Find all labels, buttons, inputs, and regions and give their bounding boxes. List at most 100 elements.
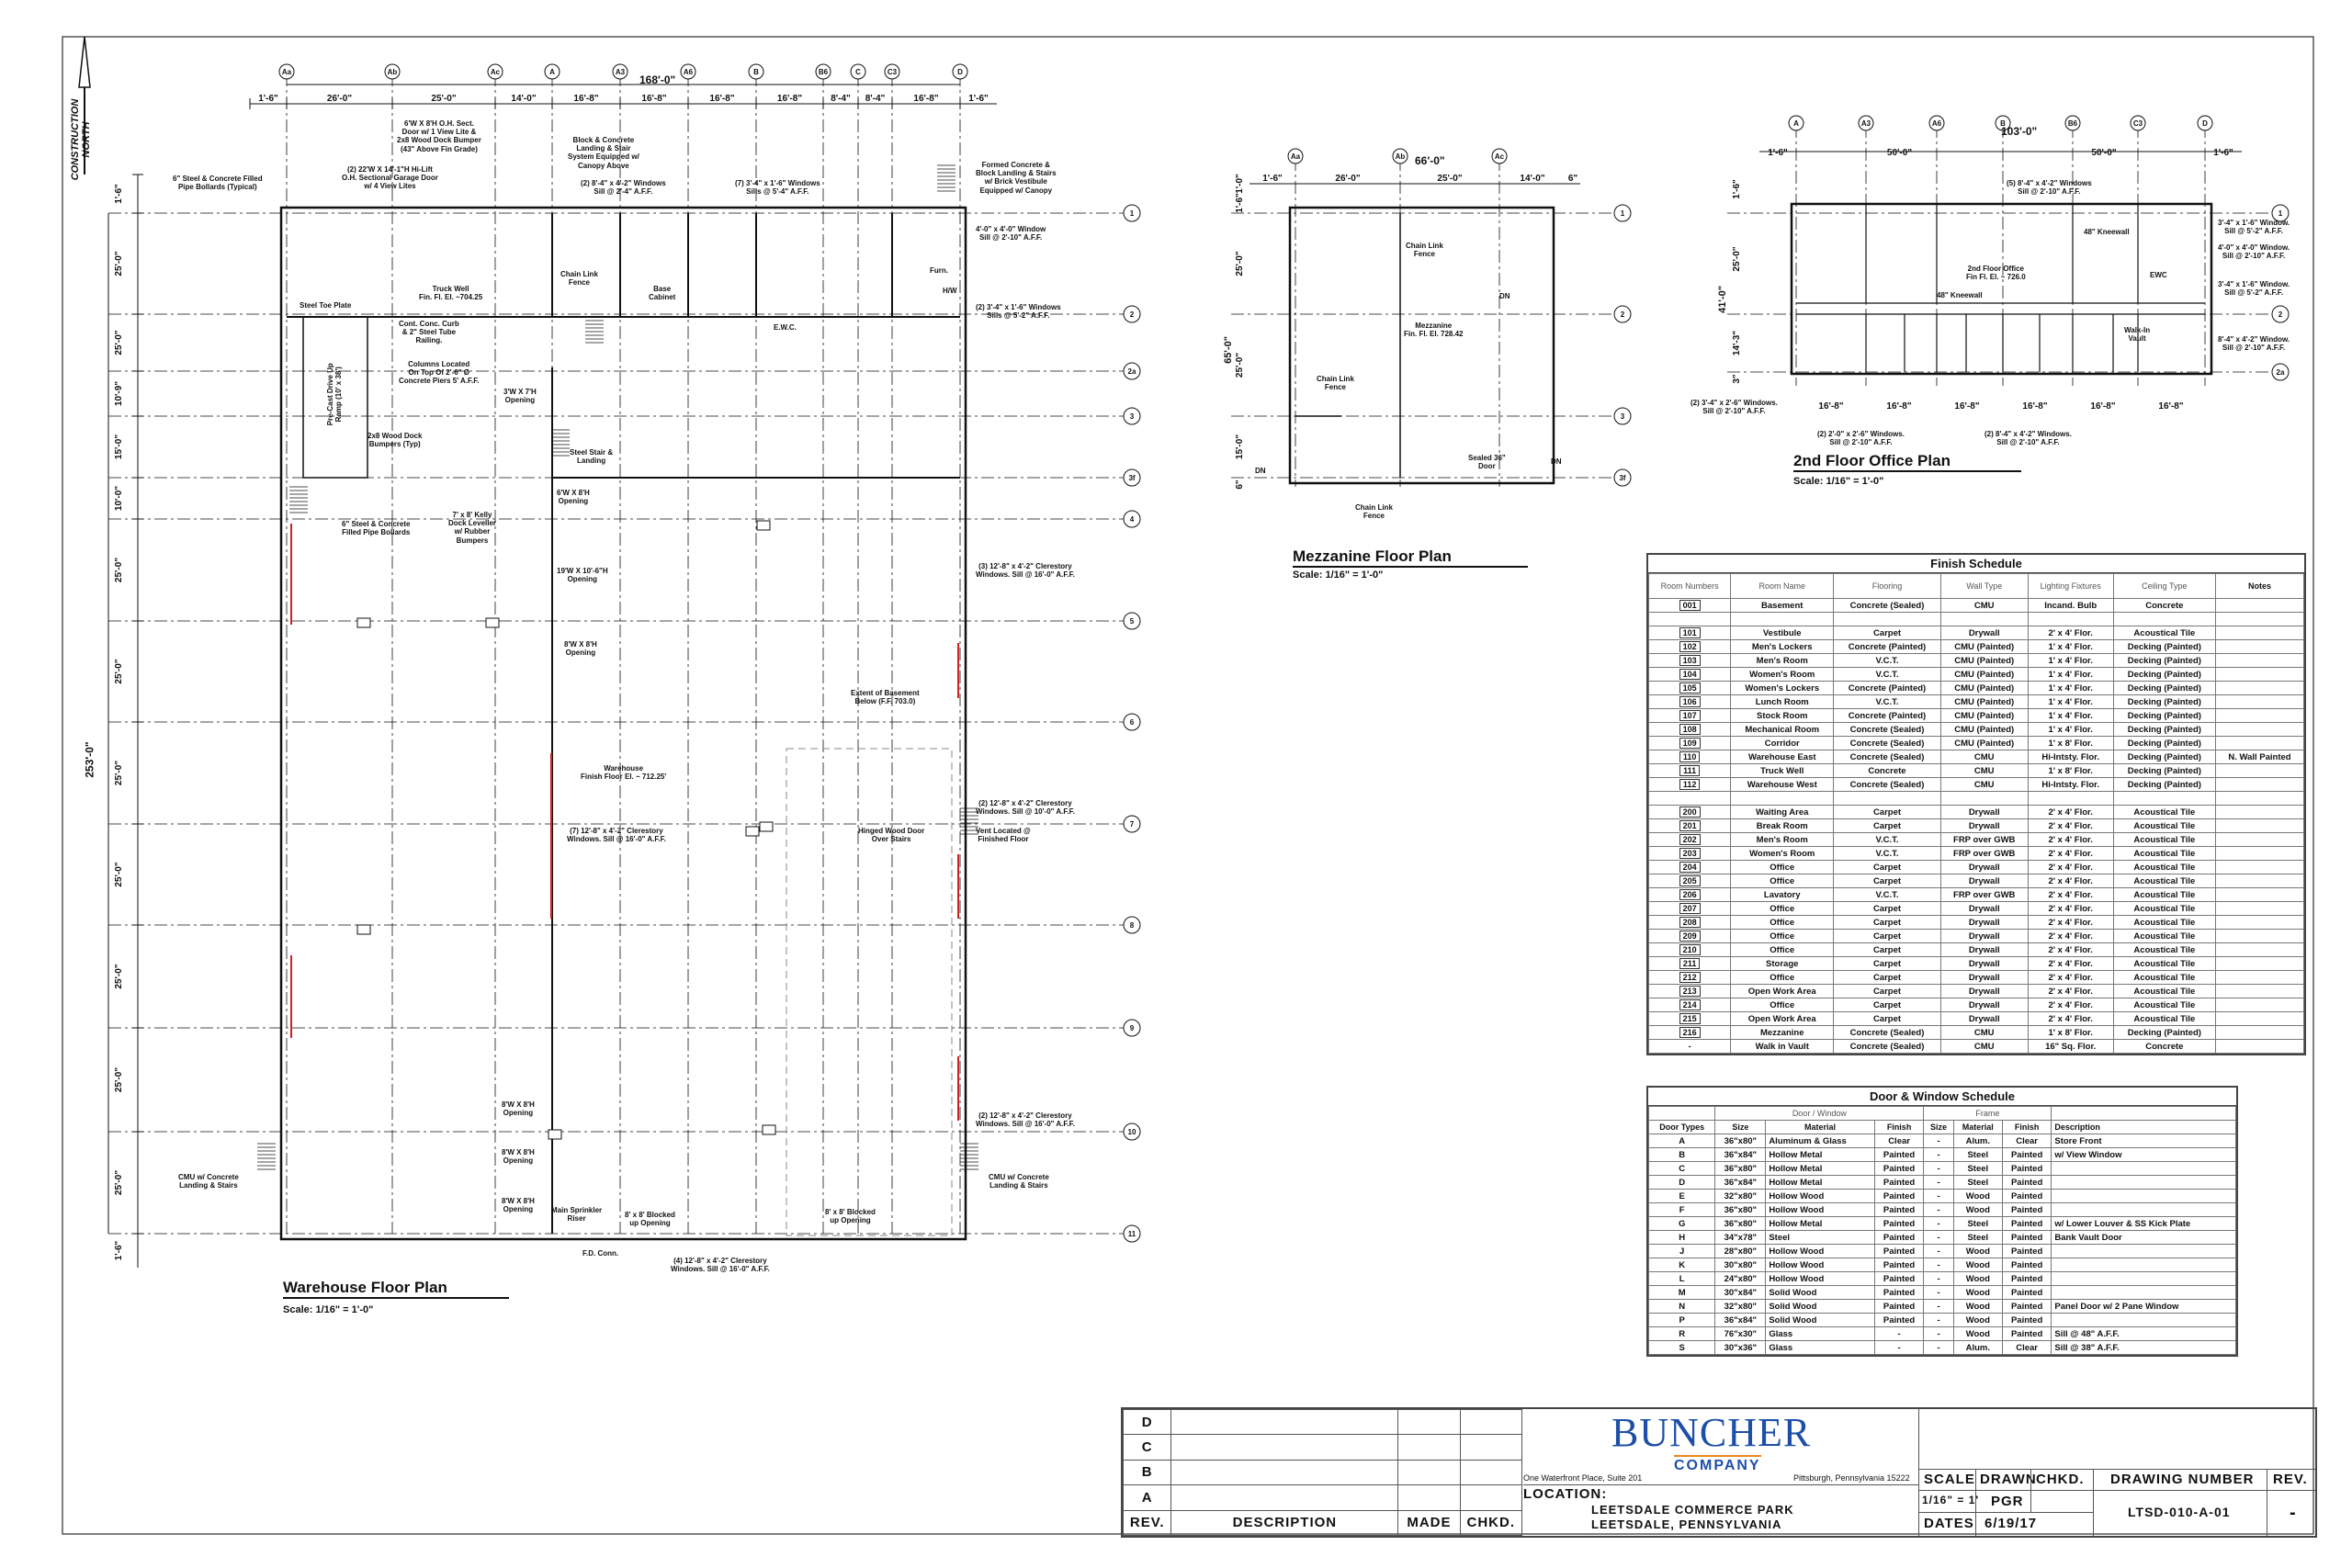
column-bubble bbox=[1392, 148, 1408, 164]
table-cell: - bbox=[1923, 1313, 1954, 1327]
table-cell bbox=[2214, 777, 2305, 792]
drive-up-ramp bbox=[302, 316, 368, 479]
row-bubble bbox=[1613, 407, 1632, 425]
warehouse-note: Vent Located @ Finished Floor bbox=[976, 827, 1031, 844]
table-cell: - bbox=[1923, 1189, 1954, 1203]
warehouse-note: E.W.C. bbox=[774, 323, 797, 332]
table-row bbox=[1647, 612, 2305, 626]
room-number: 205 bbox=[1679, 874, 1701, 886]
table-cell: 32"x80" bbox=[1714, 1189, 1767, 1203]
mezzanine-outline bbox=[1288, 206, 1555, 485]
table-cell: Clear bbox=[2001, 1340, 2052, 1355]
column-bubble-label: D bbox=[2202, 119, 2208, 128]
column-bubble-label: A bbox=[1793, 119, 1799, 128]
table-cell: Drywall bbox=[1939, 970, 2029, 985]
table-cell: 34"x78" bbox=[1714, 1230, 1767, 1245]
table-cell: Men's Room bbox=[1730, 832, 1835, 847]
mezzanine-note: Sealed 36" Door bbox=[1468, 454, 1506, 471]
table-cell: 211 bbox=[1647, 956, 1732, 971]
office-bottom-dimension: 16'-8" bbox=[2022, 401, 2047, 412]
column-bubble bbox=[1287, 148, 1304, 164]
column-bubble-label: A bbox=[549, 68, 555, 76]
room-number: 104 bbox=[1679, 668, 1701, 680]
table-cell: Acoustical Tile bbox=[2112, 956, 2216, 971]
table-cell: 1' x 4' Flor. bbox=[2027, 722, 2114, 737]
table-cell: Painted bbox=[1873, 1299, 1925, 1314]
table-cell bbox=[2214, 1011, 2305, 1026]
door-col-header: Finish bbox=[1873, 1120, 1925, 1134]
room-number: 101 bbox=[1679, 626, 1701, 638]
table-cell: Painted bbox=[2001, 1326, 2052, 1341]
finish-col-header: Room Numbers bbox=[1647, 573, 1732, 599]
table-cell bbox=[2214, 846, 2305, 861]
north-label: CONSTRUCTION NORTH bbox=[70, 98, 92, 181]
table-cell: 30"x80" bbox=[1714, 1258, 1767, 1272]
table-cell: Vestibule bbox=[1730, 626, 1835, 640]
table-cell: 102 bbox=[1647, 639, 1732, 654]
unit-heater-icon bbox=[756, 520, 771, 531]
table-cell: 1' x 4' Flor. bbox=[2027, 639, 2114, 654]
table-cell: w/ View Window bbox=[2051, 1147, 2236, 1162]
mezzanine-side-dimension: 25'-0" bbox=[1235, 251, 1245, 276]
table-cell: Concrete (Painted) bbox=[1833, 708, 1941, 723]
side-dimension: 10'-0" bbox=[114, 486, 124, 511]
table-cell: Men's Lockers bbox=[1730, 639, 1835, 654]
row-bubble-label: 1 bbox=[2278, 209, 2283, 218]
table-cell: 2' x 4' Flor. bbox=[2027, 818, 2114, 833]
table-cell: Steel bbox=[1952, 1230, 2003, 1245]
revision-header: REV. bbox=[1122, 1509, 1172, 1537]
office-bottom-dimension: 16'-8" bbox=[2090, 401, 2115, 412]
warehouse-note: Base Cabinet bbox=[649, 285, 676, 302]
table-cell: Carpet bbox=[1833, 998, 1941, 1012]
table-cell: 2' x 4' Flor. bbox=[2027, 915, 2114, 930]
table-cell: Wood bbox=[1952, 1202, 2003, 1217]
table-cell: 108 bbox=[1647, 722, 1732, 737]
door-schedule-title: Door & Window Schedule bbox=[1648, 1088, 2236, 1106]
warehouse-note: Main Sprinkler Riser bbox=[551, 1206, 603, 1224]
warehouse-note: Steel Toe Plate bbox=[300, 301, 352, 310]
table-cell: Hi-Intsty. Flor. bbox=[2027, 777, 2114, 792]
warehouse-overall-width: 168'-0" bbox=[639, 73, 676, 86]
column-bubble-label: B bbox=[753, 68, 759, 76]
table-cell: V.C.T. bbox=[1833, 846, 1941, 861]
column-bubble-label: D bbox=[957, 68, 963, 76]
scale-value: 1/16" = 1' bbox=[1922, 1494, 1980, 1506]
table-cell: Carpet bbox=[1833, 956, 1941, 971]
table-cell bbox=[2214, 626, 2305, 640]
finish-col-header: Wall Type bbox=[1939, 573, 2029, 599]
side-dimension: 25'-0" bbox=[114, 1170, 124, 1195]
table-cell bbox=[2051, 1271, 2236, 1286]
row-bubble bbox=[1123, 468, 1141, 487]
table-cell: Painted bbox=[1873, 1230, 1925, 1245]
table-cell: 1' x 4' Flor. bbox=[2027, 681, 2114, 695]
table-row bbox=[1647, 791, 2305, 806]
column-bubble bbox=[487, 63, 503, 80]
warehouse-note: 6" Steel & Concrete Filled Pipe Bollards bbox=[342, 520, 411, 537]
table-cell: Concrete (Sealed) bbox=[1833, 777, 1941, 792]
table-cell: L bbox=[1647, 1271, 1716, 1286]
table-cell bbox=[1833, 791, 1941, 806]
room-number: 214 bbox=[1679, 998, 1701, 1010]
table-cell bbox=[2051, 1313, 2236, 1327]
table-cell: 203 bbox=[1647, 846, 1732, 861]
row-bubble-label: 2 bbox=[1621, 310, 1625, 319]
drawn-value: PGR bbox=[1991, 1494, 2024, 1509]
mezzanine-top-dimension: 26'-0" bbox=[1335, 174, 1360, 184]
table-cell: Painted bbox=[2001, 1189, 2052, 1203]
table-cell bbox=[1647, 612, 1732, 626]
table-cell: E bbox=[1647, 1189, 1716, 1203]
room-number: 212 bbox=[1679, 971, 1701, 983]
revision-cell bbox=[1170, 1408, 1399, 1436]
warehouse-note: CMU w/ Concrete Landing & Stairs bbox=[178, 1173, 239, 1190]
table-cell: Painted bbox=[1873, 1313, 1925, 1327]
table-cell: 1' x 4' Flor. bbox=[2027, 708, 2114, 723]
